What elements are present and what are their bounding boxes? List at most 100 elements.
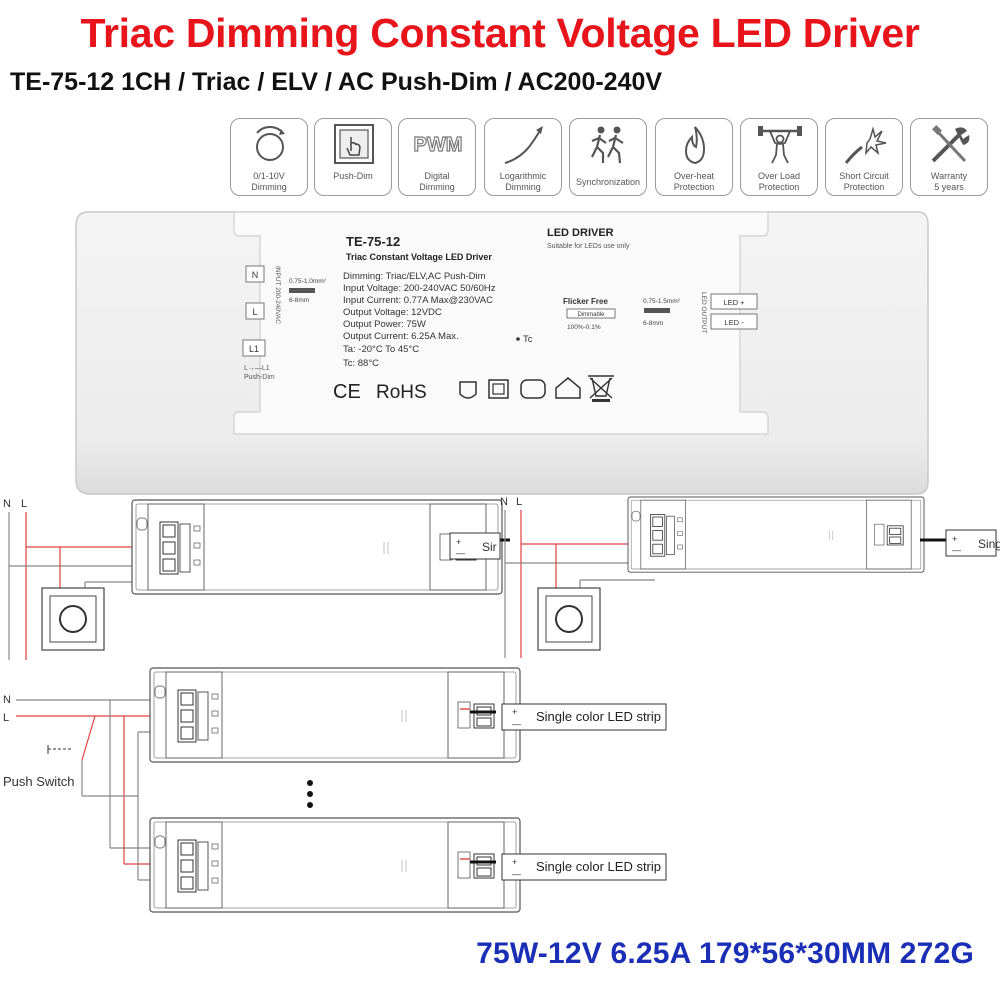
label-product-name: Triac Constant Voltage LED Driver: [346, 252, 492, 262]
wiring-diagram-triac-right: N L + — Sing: [500, 496, 1000, 658]
feature-label-line2: Protection: [758, 182, 800, 192]
dimmable-badge: [566, 308, 616, 319]
feature-synchronization: Synchronization: [569, 118, 647, 196]
feature-label-line2: Dimming: [419, 182, 455, 192]
wire-out-size: 0.75-1.5mm²: [643, 298, 681, 305]
feature-label-line2: 5 years: [934, 182, 964, 192]
terminal-l-label: L: [252, 307, 257, 317]
suitable-note: Suitable for LEDs use only: [547, 243, 630, 250]
driver-label-panel: [233, 211, 769, 435]
log-curve-icon: [504, 126, 543, 164]
output-side-text: LED OUTPUT: [700, 292, 707, 333]
weightlifter-icon: [758, 126, 802, 164]
spec-line: Dimming: Triac/ELV,AC Push-Dim: [343, 271, 486, 282]
terminal-l1: [242, 339, 266, 357]
spec-line: Input Voltage: 200-240VAC 50/60Hz: [343, 283, 496, 294]
wire-out-strip-diagram: [644, 308, 670, 313]
feature-label-line1: Over Load: [757, 171, 801, 181]
wire-in-strip-diagram: [289, 288, 315, 293]
strip-plus: +: [952, 534, 957, 544]
indoor-house-icon: [555, 377, 581, 399]
push-hand-icon: [334, 124, 374, 164]
dimming-knob-icon: [256, 126, 285, 161]
neutral-label: N: [3, 498, 11, 510]
strip-label-cut-left: Sir: [482, 540, 497, 554]
terminal-n: [245, 265, 265, 283]
spec-line: Ta: -20°C To 45°C: [343, 344, 419, 355]
feature-label-line2: Protection: [673, 182, 715, 192]
svg-text:PWM: PWM: [414, 134, 463, 156]
class2-inner-square: [492, 383, 505, 395]
driver-diagram: [627, 496, 925, 573]
flicker-free-label: Flicker Free: [563, 297, 608, 306]
bottom-spec-banner: 75W-12V 6.25A 179*56*30MM 272G: [476, 937, 974, 970]
led-strip-label: Single color LED strip: [536, 859, 661, 874]
led-strip-label: Single color LED strip: [536, 709, 661, 724]
runners-icon: [591, 126, 624, 164]
neutral-label: N: [3, 694, 11, 706]
terminal-l1-label: L1: [249, 344, 259, 354]
triac-dimmer: [537, 587, 601, 651]
strip-minus: —: [512, 869, 521, 879]
led-driver-title: LED DRIVER: [547, 227, 614, 239]
flame-icon: [684, 126, 706, 165]
led-strip-box: [501, 703, 667, 731]
terminal-n-label: N: [252, 270, 259, 280]
driver-diagram: [149, 817, 521, 913]
label-spec-list: Dimming: Triac/ELV,AC Push-Dim Input Vol…: [343, 271, 496, 369]
neutral-label: N: [500, 496, 508, 508]
terminal-led-plus-label: LED +: [723, 298, 745, 307]
driver-diagram: [149, 667, 521, 763]
feature-label-line1: Logarithmic: [499, 171, 547, 181]
strip-minus: —: [512, 719, 521, 729]
led-strip-box: [501, 853, 667, 881]
model-subtitle: TE-75-12 1CH / Triac / ELV / AC Push-Dim…: [10, 68, 663, 96]
feature-label-line2: Dimming: [505, 182, 541, 192]
strip-label-cut-right: Sing: [978, 537, 1000, 551]
wiring-diagram-push-dim: N L Push Switch + — Single color LED str…: [3, 667, 667, 913]
l1-note-push-dim: Push-Dim: [244, 374, 275, 381]
feature-label-line1: Warranty: [930, 171, 968, 181]
wire-out-strip: 6-8mm: [643, 320, 663, 327]
continuation-dot: [307, 802, 313, 808]
push-switch-label: Push Switch: [3, 774, 75, 789]
class2-square-icon: [488, 379, 509, 399]
terminal-led-minus: [710, 313, 758, 330]
continuation-dot: [307, 791, 313, 797]
strip-minus: —: [952, 545, 961, 555]
feature-label-line1: Digital: [424, 171, 450, 181]
terminal-led-minus-label: LED -: [724, 318, 744, 327]
feature-label-line1: Push-Dim: [333, 171, 373, 181]
l1-note: L→—L1: [244, 365, 270, 372]
continuation-dot: [307, 780, 313, 786]
page-title: Triac Dimming Constant Voltage LED Drive…: [80, 10, 920, 56]
strip-plus: +: [512, 857, 517, 867]
label-model: TE-75-12: [346, 234, 400, 249]
strip-plus: +: [456, 537, 461, 547]
triac-dimmer: [41, 587, 105, 651]
feature-push-dim: Push-Dim: [314, 118, 392, 196]
strip-minus: —: [456, 548, 465, 558]
spec-line: Output Power: 75W: [343, 319, 426, 330]
tools-icon: [931, 125, 970, 163]
safety-shield-icon: [459, 381, 477, 399]
ce-mark: CE: [333, 381, 361, 403]
pwm-icon: PWM: [413, 133, 463, 156]
spec-line: Output Voltage: 12VDC: [343, 307, 442, 318]
live-label: L: [21, 498, 27, 510]
weee-bar: [592, 399, 610, 402]
strip-plus: +: [512, 707, 517, 717]
driver-product-image: N L L1 L→—L1 Push-Dim INPUT 200-240VAC 0…: [75, 211, 929, 495]
live-label: L: [516, 496, 522, 508]
dimmable-text: Dimmable: [577, 312, 605, 318]
spec-line: Output Current: 6.25A Max.: [343, 331, 459, 342]
wiring-diagrams: N L + — Sir N L + — Sing: [3, 496, 1000, 913]
wiring-diagram-triac-left: N L + — Sir: [3, 498, 510, 660]
weee-bin-icon: [588, 375, 614, 399]
tc-point-label: Tc: [523, 334, 533, 345]
spec-line: Input Current: 0.77A Max@230VAC: [343, 295, 493, 306]
